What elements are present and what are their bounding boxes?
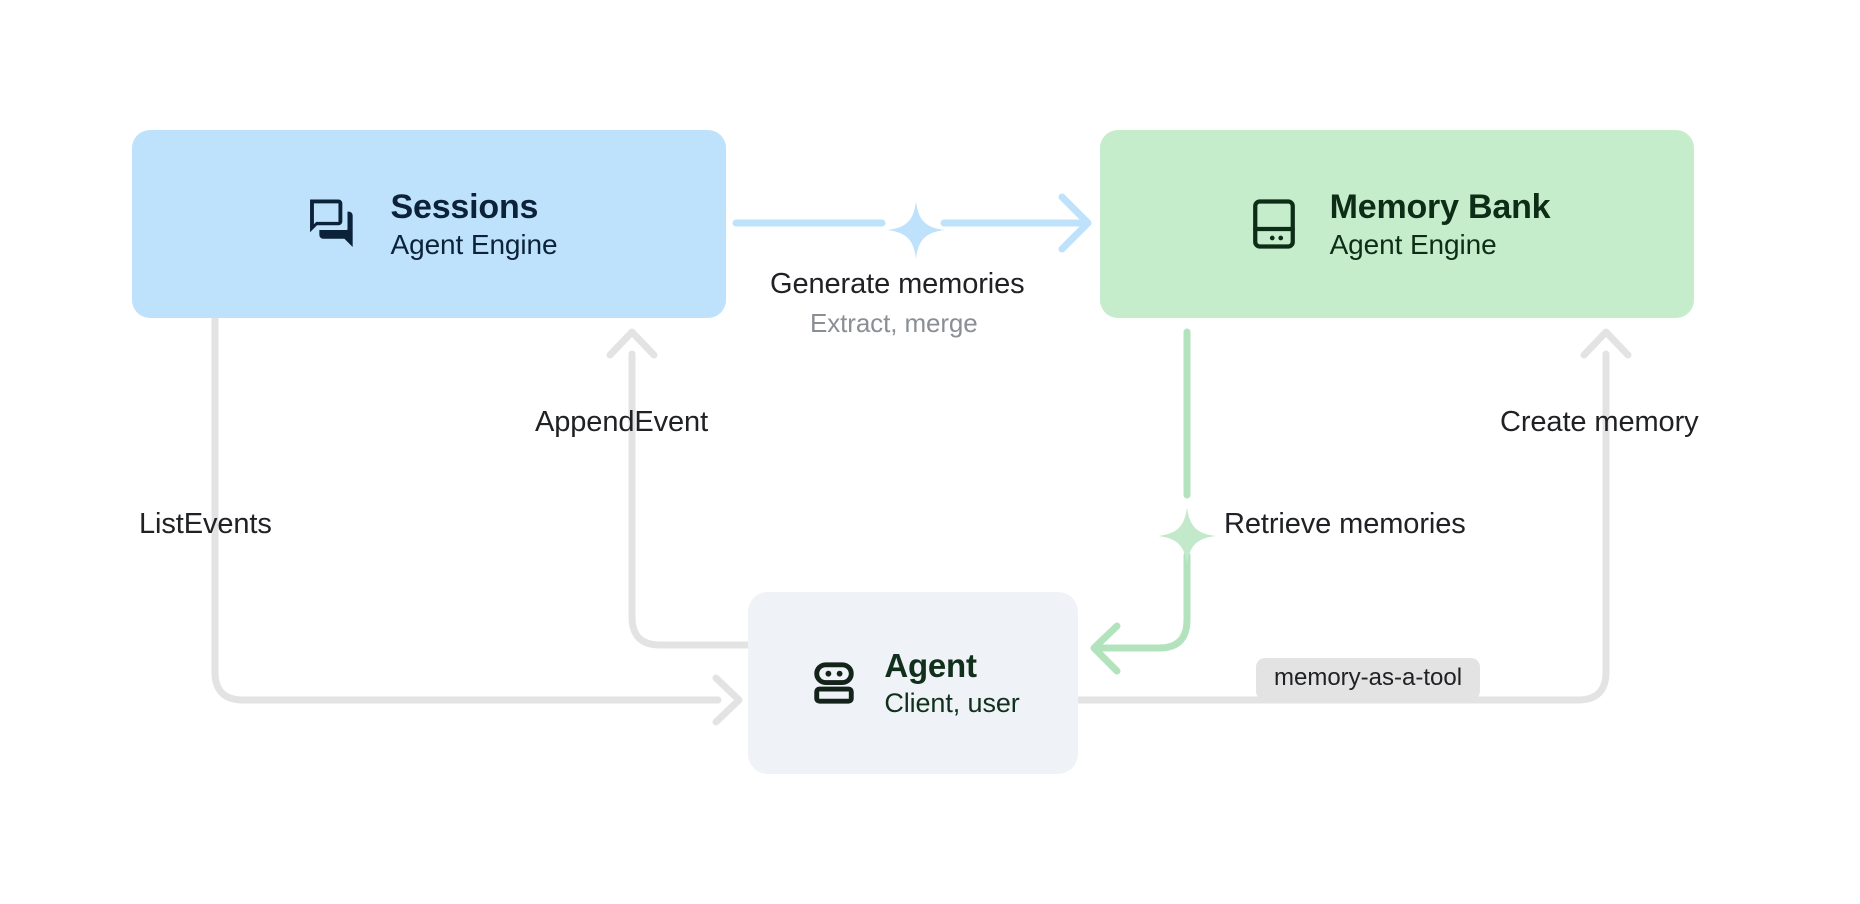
sparkle-icon <box>1157 506 1217 571</box>
edge-append-event <box>606 328 752 649</box>
edge-list-events <box>211 314 743 726</box>
edge-label-create-memory: Create memory <box>1500 406 1699 438</box>
node-title: Agent <box>884 646 977 684</box>
node-sessions[interactable]: Sessions Agent Engine <box>132 130 726 318</box>
database-icon <box>1244 194 1304 254</box>
node-memory-bank[interactable]: Memory Bank Agent Engine <box>1100 130 1694 318</box>
edge-label-retrieve-memories: Retrieve memories <box>1224 508 1466 540</box>
node-title: Memory Bank <box>1329 187 1551 226</box>
edge-sublabel-generate-memories: Extract, merge <box>810 308 978 338</box>
node-subtitle: Agent Engine <box>390 228 558 260</box>
edge-label-list-events: ListEvents <box>139 508 272 540</box>
chip-memory-as-a-tool: memory-as-a-tool <box>1256 658 1481 700</box>
edge-label-generate-memories: Generate memories <box>770 268 1025 300</box>
edge-retrieve-memories <box>1090 328 1191 675</box>
edge-label-append-event: AppendEvent <box>535 406 709 438</box>
forum-icon <box>301 193 363 255</box>
robot-icon <box>806 655 862 711</box>
node-subtitle: Agent Engine <box>1329 228 1497 260</box>
node-agent[interactable]: Agent Client, user <box>748 592 1078 774</box>
sparkle-icon <box>886 200 946 265</box>
node-title: Sessions <box>390 187 539 226</box>
node-subtitle: Client, user <box>884 687 1020 718</box>
